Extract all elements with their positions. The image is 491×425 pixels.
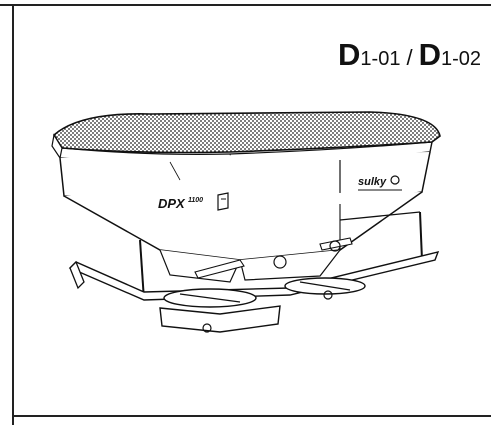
- title-number-2: 1-02: [440, 48, 481, 70]
- title-letter-2: D: [418, 37, 441, 72]
- adjustment-levers: [194, 237, 353, 279]
- model-text: DPX: [158, 196, 186, 211]
- title-number-1: 1-01: [360, 48, 401, 70]
- top-border: [0, 4, 491, 6]
- model-badge: DPX 1100: [158, 192, 229, 211]
- title-separator: /: [406, 45, 413, 70]
- brand-logo: sulky: [358, 175, 402, 191]
- left-border: [12, 4, 14, 425]
- bottom-border: [12, 415, 491, 417]
- spreader-discs: [163, 277, 366, 308]
- page-title: D1-01/D1-02: [338, 37, 481, 73]
- fertilizer-spreader-illustration: DPX 1100 sulky: [51, 111, 441, 333]
- model-number: 1100: [188, 197, 203, 204]
- hopper-cover: [52, 111, 441, 155]
- brand-text: sulky: [358, 176, 387, 188]
- title-letter-1: D: [338, 37, 361, 72]
